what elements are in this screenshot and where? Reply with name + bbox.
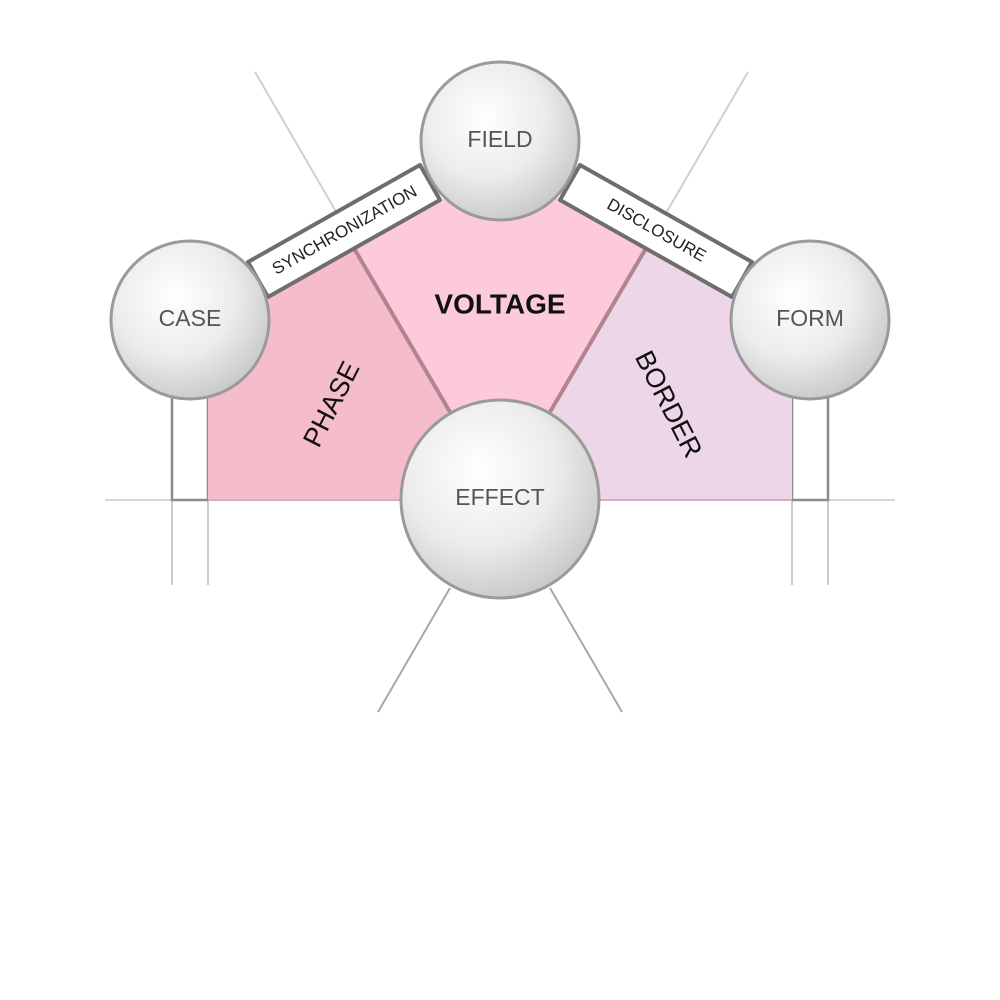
region-label-voltage: VOLTAGE bbox=[434, 288, 565, 319]
node-field: FIELD bbox=[419, 60, 581, 222]
region-voltage bbox=[355, 198, 645, 412]
region-dividers bbox=[353, 248, 647, 414]
node-effect: EFFECT bbox=[399, 398, 601, 600]
node-label-form: FORM bbox=[776, 305, 844, 331]
node-label-field: FIELD bbox=[467, 126, 532, 152]
node-label-effect: EFFECT bbox=[455, 484, 544, 510]
node-case: CASE bbox=[109, 239, 271, 401]
node-form: FORM bbox=[729, 239, 891, 401]
band-disclosure: DISCLOSURE bbox=[558, 163, 754, 299]
node-label-case: CASE bbox=[159, 305, 222, 331]
guide-lines bbox=[105, 71, 895, 713]
